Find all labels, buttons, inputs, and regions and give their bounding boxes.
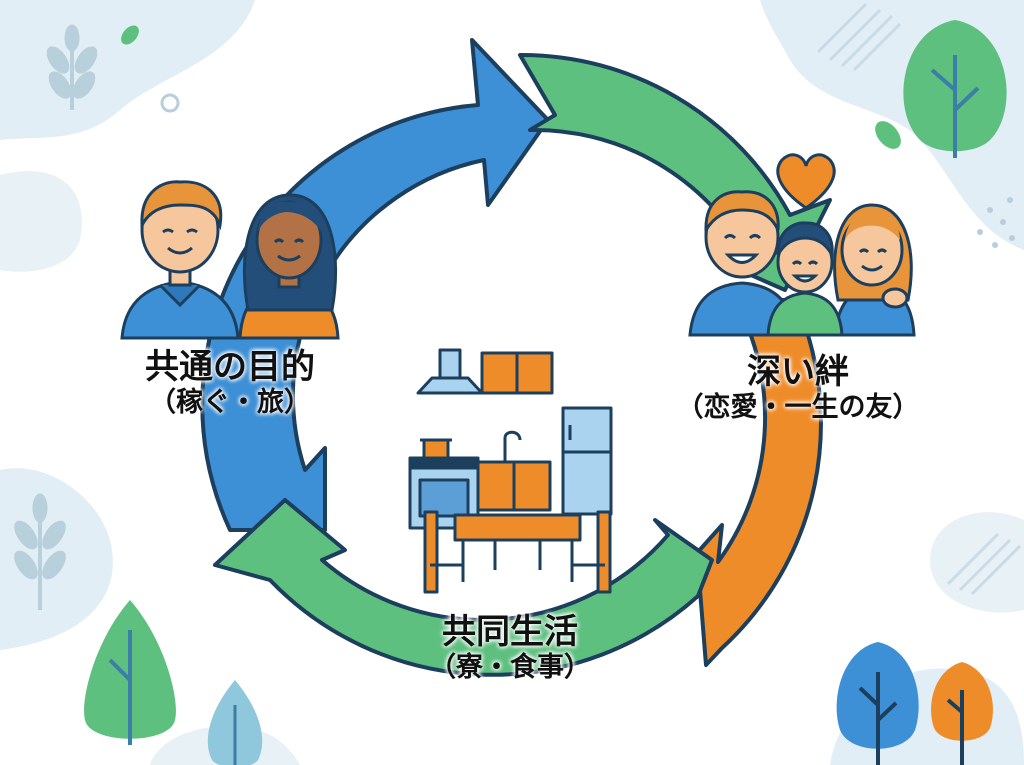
leaf-icon bbox=[875, 121, 901, 149]
node-purpose-label: 共通の目的 （稼ぐ・旅） bbox=[105, 347, 355, 419]
leaf-icon bbox=[14, 24, 98, 610]
leaf-icon bbox=[121, 25, 139, 45]
node-life-label: 共同生活 （寮・食事） bbox=[385, 612, 635, 684]
node-bond-title: 深い絆 bbox=[747, 352, 849, 392]
node-bond-subtitle: （恋愛・一生の友） bbox=[676, 392, 920, 424]
couple-icon bbox=[120, 180, 340, 340]
heart-icon bbox=[776, 153, 836, 210]
node-life-title: 共同生活 bbox=[442, 612, 578, 652]
cycle-arrow-green-bottom bbox=[213, 498, 714, 677]
cycle-arrow-blue bbox=[200, 38, 550, 532]
tree-icon bbox=[836, 642, 919, 765]
cycle-arrow-orange bbox=[678, 298, 823, 667]
family-icon bbox=[688, 190, 916, 337]
node-purpose-title: 共通の目的 bbox=[145, 347, 315, 387]
node-life-subtitle: （寮・食事） bbox=[429, 652, 591, 684]
tree-icon bbox=[84, 600, 176, 745]
tree-icon bbox=[903, 20, 1007, 158]
node-purpose-subtitle: （稼ぐ・旅） bbox=[149, 387, 311, 419]
tree-icon bbox=[931, 662, 993, 765]
tree-icon bbox=[207, 680, 263, 765]
kitchen-icon bbox=[408, 348, 613, 594]
node-bond-label: 深い絆 （恋愛・一生の友） bbox=[648, 352, 948, 424]
